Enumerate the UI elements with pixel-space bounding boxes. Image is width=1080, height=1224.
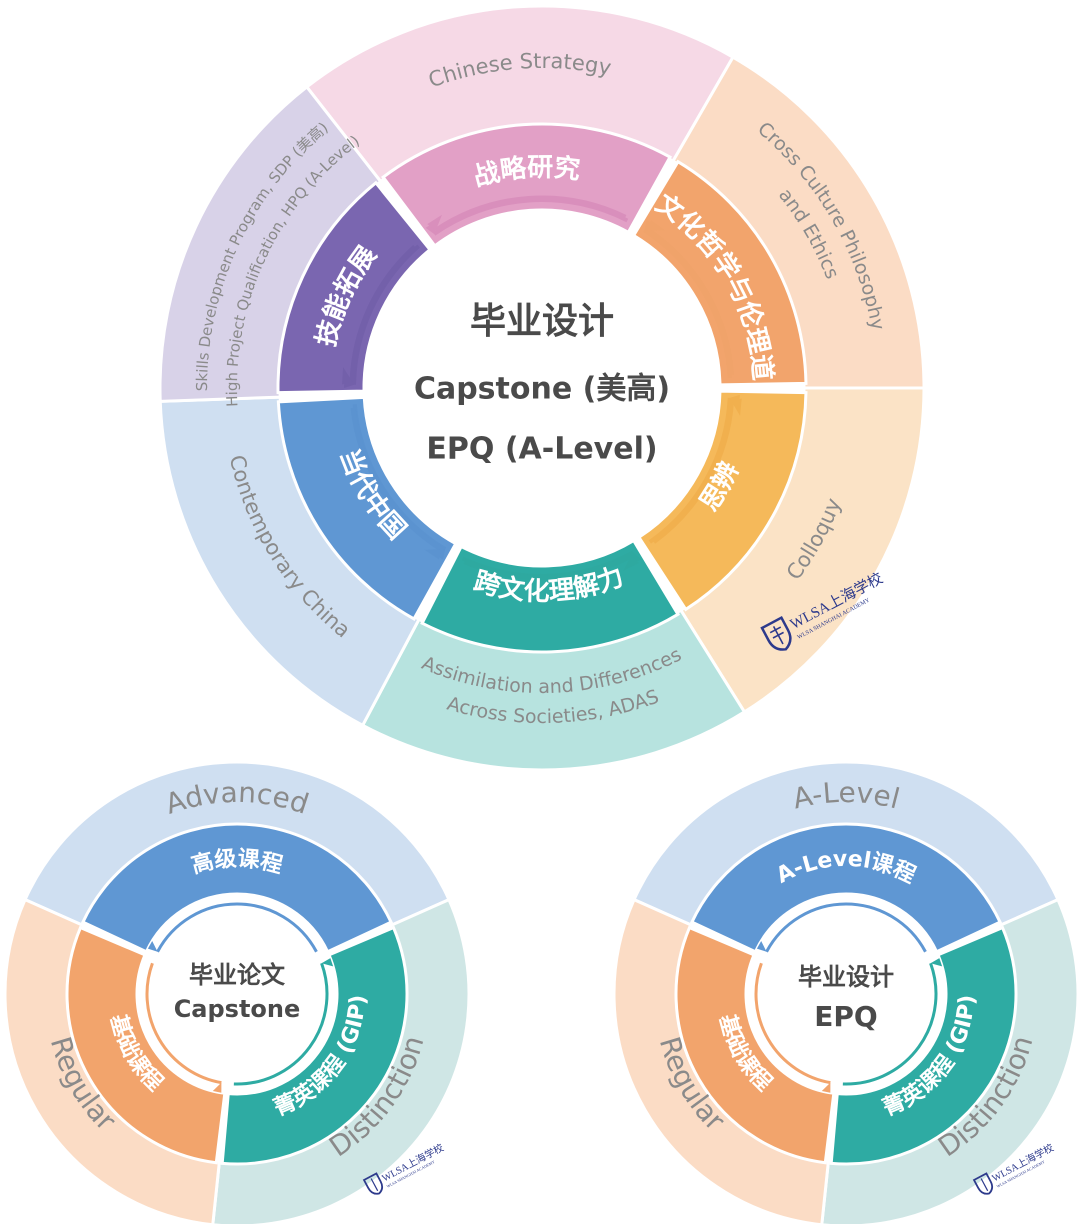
- gip-arrow: [930, 958, 943, 967]
- alevel-arrow: [756, 941, 767, 952]
- alevel-arc: [765, 902, 927, 953]
- philosophy-arc: [646, 228, 735, 375]
- colloquy-inner-segment: [636, 389, 808, 612]
- regular-arc: [145, 962, 222, 1085]
- left-center-line1: 毕业论文: [189, 961, 286, 989]
- crest-icon: [760, 615, 792, 651]
- strategy-arrow: [427, 214, 442, 231]
- left-progress-arcs: [137, 894, 337, 1094]
- skills-arrow: [342, 367, 353, 385]
- gip-arc: [842, 962, 938, 1086]
- philosophy-arrow: [648, 220, 666, 231]
- main-progress-arcs: [342, 195, 742, 581]
- right-progress-arcs: [746, 894, 946, 1094]
- colloquy-arc: [652, 401, 735, 544]
- right-center-line2: EPQ: [814, 1000, 877, 1033]
- left-center-disc: [137, 894, 337, 1094]
- regular-arrow: [212, 1082, 222, 1093]
- main-center: 毕业设计 Capstone (美高) EPQ (A-Level): [414, 301, 670, 467]
- main-center-disc: [364, 210, 720, 566]
- main-center-title: 毕业设计: [470, 301, 614, 342]
- right-center-disc: [746, 894, 946, 1094]
- advanced-arc: [156, 902, 318, 953]
- main-inner-ring: [276, 122, 808, 654]
- regular-arrow: [821, 1082, 831, 1093]
- main-center-line3: EPQ (A-Level): [426, 432, 657, 467]
- adas-arrow: [623, 555, 639, 571]
- crest-icon: [972, 1172, 994, 1195]
- right-center-line1: 毕业设计: [798, 963, 894, 991]
- left-inner-ring: [65, 822, 409, 1166]
- colloquy-arrow: [731, 398, 742, 416]
- china-arrow: [424, 549, 442, 560]
- crest-icon: [362, 1172, 384, 1195]
- main-inner-arcs: [342, 195, 742, 581]
- adas-arc: [463, 553, 633, 581]
- main-center-line2: Capstone (美高): [414, 372, 670, 407]
- china-arc: [350, 407, 443, 552]
- strategy-arc: [434, 195, 627, 233]
- regular-arc: [754, 962, 831, 1085]
- left-center-line2: Capstone: [174, 995, 301, 1023]
- advanced-arrow: [147, 941, 158, 952]
- right-inner-ring: [674, 822, 1018, 1166]
- gip-arrow: [321, 958, 334, 967]
- skills-arc: [349, 244, 417, 382]
- gip-arc: [233, 962, 329, 1086]
